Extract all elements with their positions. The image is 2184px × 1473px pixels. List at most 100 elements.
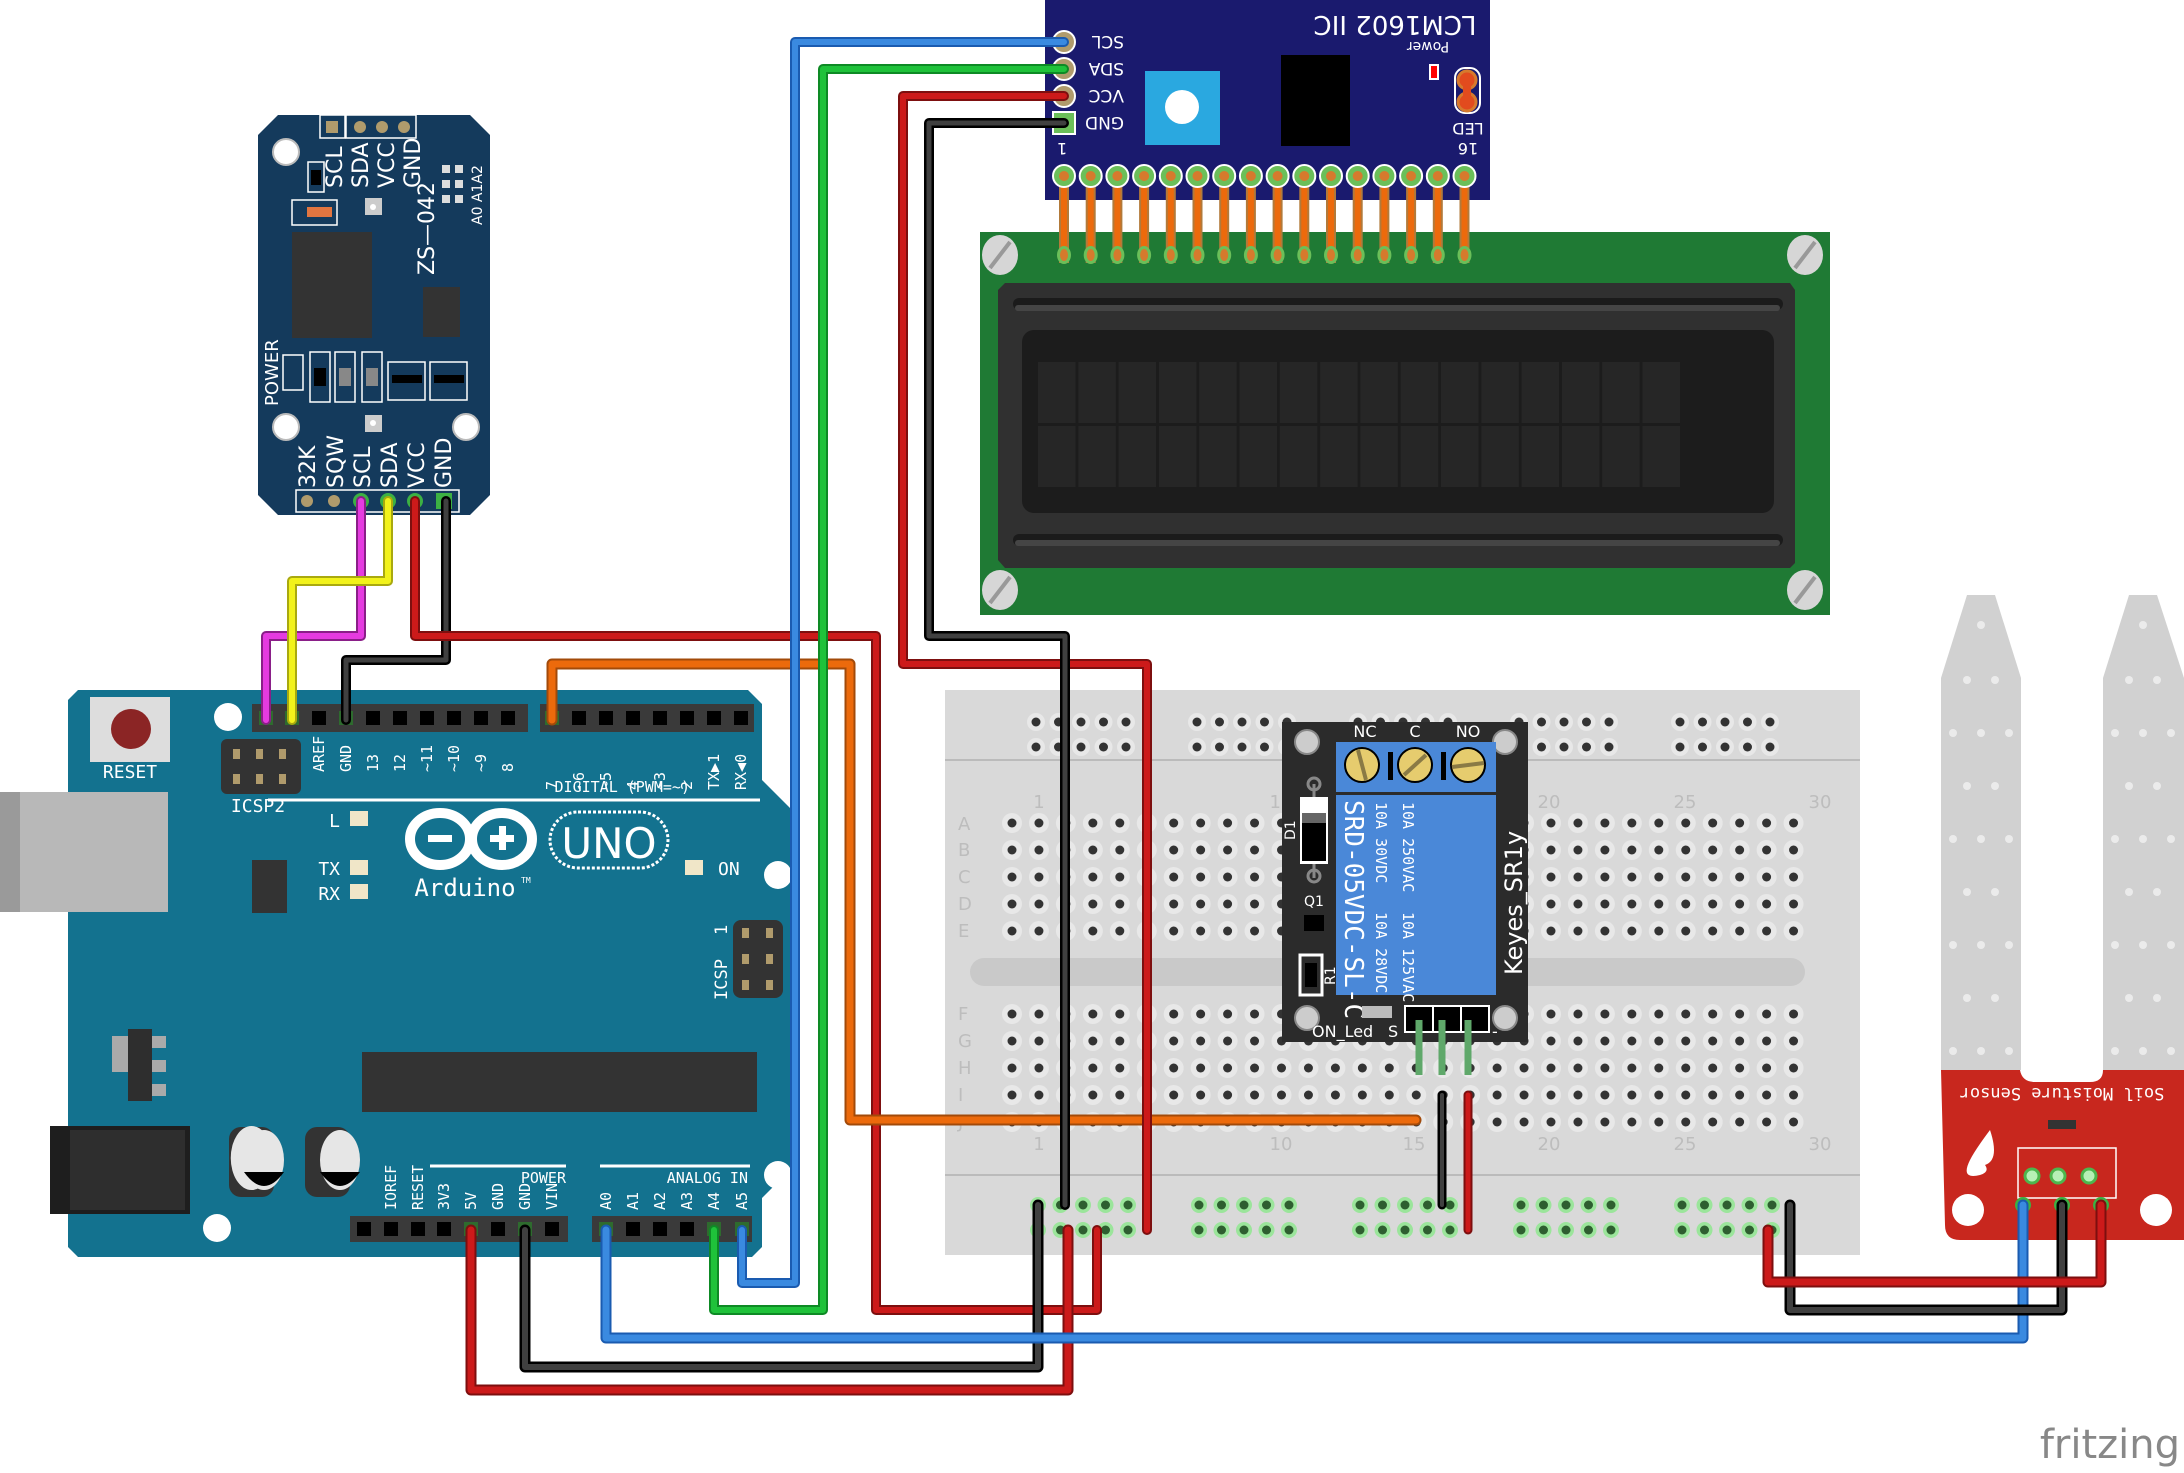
- analog-pin-label: A0: [597, 1192, 615, 1210]
- header-hole[interactable]: [366, 711, 380, 725]
- breadboard-hole-dot: [1708, 926, 1718, 936]
- lcd-header-pin-core: [1459, 171, 1470, 181]
- potentiometer-knob-icon[interactable]: [1165, 90, 1199, 124]
- header-hole[interactable]: [626, 711, 640, 725]
- header-hole[interactable]: [312, 711, 326, 725]
- breadboard-hole-dot: [1573, 818, 1583, 828]
- reset-button-icon[interactable]: [111, 709, 151, 749]
- rail-hole-dot: [1606, 1200, 1616, 1210]
- header-hole[interactable]: [653, 711, 667, 725]
- col-number: 25: [1674, 792, 1697, 813]
- header-hole[interactable]: [653, 1222, 667, 1236]
- header-hole[interactable]: [491, 1222, 505, 1236]
- breadboard-hole-dot: [1519, 1063, 1529, 1073]
- breadboard-hole-dot: [1115, 1063, 1125, 1073]
- rail-hole-dot: [1700, 1200, 1709, 1210]
- breadboard-hole-dot: [1681, 1009, 1691, 1019]
- header-hole[interactable]: [545, 1222, 559, 1236]
- breadboard-hole-dot: [1735, 1063, 1745, 1073]
- header-hole[interactable]: [393, 711, 407, 725]
- pin-sqw[interactable]: [328, 495, 340, 507]
- wire-rtc-gnd-core: [343, 498, 449, 723]
- breadboard-hole-dot: [1735, 899, 1745, 909]
- analog-pin-label: A1: [624, 1192, 642, 1210]
- breadboard-hole-dot: [1546, 872, 1556, 882]
- probe-dot: [1991, 676, 1999, 684]
- lcd-character-cell: [1199, 426, 1237, 487]
- breadboard-hole-dot: [1762, 1090, 1772, 1100]
- reset-button[interactable]: [90, 697, 170, 762]
- header-hole[interactable]: [357, 1222, 371, 1236]
- header-hole[interactable]: [680, 711, 694, 725]
- icsp-label: ICSP: [712, 959, 732, 1000]
- relay-coil: [1336, 795, 1496, 995]
- rail-hole-dot: [1582, 742, 1591, 752]
- header-hole[interactable]: [599, 711, 613, 725]
- wire-lcd-vcc-core: [900, 93, 1150, 1233]
- rail-hole-dot: [1262, 1200, 1271, 1210]
- breadboard-hole-dot: [1007, 872, 1017, 882]
- breadboard-hole-dot: [1250, 1090, 1260, 1100]
- lcd-header-pin-core: [1352, 171, 1363, 181]
- rtc-label-scl: SCL: [323, 146, 348, 188]
- breadboard-hole-dot: [1654, 1036, 1664, 1046]
- led-jumper[interactable]: [1454, 67, 1481, 114]
- breadboard-hole-dot: [1681, 1117, 1691, 1127]
- breadboard-hole-dot: [1681, 1036, 1691, 1046]
- header-hole[interactable]: [734, 711, 748, 725]
- digital-pin-label: 2: [678, 781, 696, 790]
- rail-hole-dot: [1192, 717, 1202, 727]
- digital-label: DIGITAL (PWM=~): [555, 778, 690, 796]
- lcd-character-cell: [1078, 362, 1116, 423]
- lcd-i2c-backpack: LCM1602 IIC Power LED 16 1 SCL SDA VCC G…: [1045, 0, 1490, 264]
- breadboard-hole-dot: [1169, 1063, 1179, 1073]
- header-hole[interactable]: [437, 1222, 451, 1236]
- header-hole[interactable]: [447, 711, 461, 725]
- digital-pin-label: ~10: [445, 745, 463, 772]
- breadboard-hole-dot: [1789, 818, 1799, 828]
- rail-hole-dot: [1192, 742, 1202, 752]
- probe-dot: [1991, 994, 1999, 1002]
- rail-hole-dot: [1031, 717, 1041, 727]
- pin-32k[interactable]: [301, 495, 313, 507]
- rail-hole-dot: [1239, 1200, 1249, 1210]
- wire-rtc-sda[interactable]: [287, 496, 393, 725]
- wires: [261, 37, 2107, 1396]
- breadboard-hole-dot: [1546, 1117, 1556, 1127]
- rail-hole-dot: [1378, 1200, 1387, 1210]
- header-hole[interactable]: [572, 711, 586, 725]
- header-hole[interactable]: [420, 711, 434, 725]
- rtc-model-label: ZS—042: [415, 182, 440, 275]
- digital-pin-label: 8: [499, 763, 517, 772]
- digital-pin-label: ~5: [597, 772, 615, 790]
- breadboard-hole-dot: [1250, 899, 1260, 909]
- rtc-bottom-pin-labels: 32K SQW SCL SDA VCC GND: [296, 435, 457, 488]
- breadboard-hole-dot: [1115, 845, 1125, 855]
- header-hole[interactable]: [474, 711, 488, 725]
- digital-pin-label: ~6: [570, 772, 588, 790]
- header-hole[interactable]: [411, 1222, 425, 1236]
- breadboard-hole-dot: [1088, 1090, 1098, 1100]
- breadboard-hole-dot: [1007, 1063, 1017, 1073]
- lcd-header-pin-core: [1379, 171, 1390, 181]
- header-hole[interactable]: [501, 711, 515, 725]
- header-hole[interactable]: [626, 1222, 640, 1236]
- lcd-character-cell: [1279, 362, 1318, 423]
- probe-dot: [1949, 941, 1957, 949]
- breadboard-hole-dot: [1169, 1090, 1179, 1100]
- breadboard-hole-dot: [1196, 845, 1206, 855]
- lcd-header-pin-core: [1432, 171, 1443, 181]
- screw-terminal-nc[interactable]: [1344, 747, 1380, 783]
- rail-hole-dot: [1539, 1200, 1548, 1210]
- header-hole[interactable]: [707, 711, 721, 725]
- rail-hole-dot: [1765, 742, 1775, 752]
- breadboard-hole-dot: [1600, 845, 1610, 855]
- header-hole[interactable]: [680, 1222, 694, 1236]
- screw-terminal-c[interactable]: [1397, 747, 1433, 783]
- power-pin-label: 5V: [462, 1192, 480, 1210]
- header-hole[interactable]: [384, 1222, 398, 1236]
- rail-hole-dot: [1260, 742, 1269, 752]
- terminal-labels: NC C NO: [1353, 722, 1480, 741]
- icsp2-header: [221, 739, 301, 794]
- screw-terminal-no[interactable]: [1450, 747, 1486, 783]
